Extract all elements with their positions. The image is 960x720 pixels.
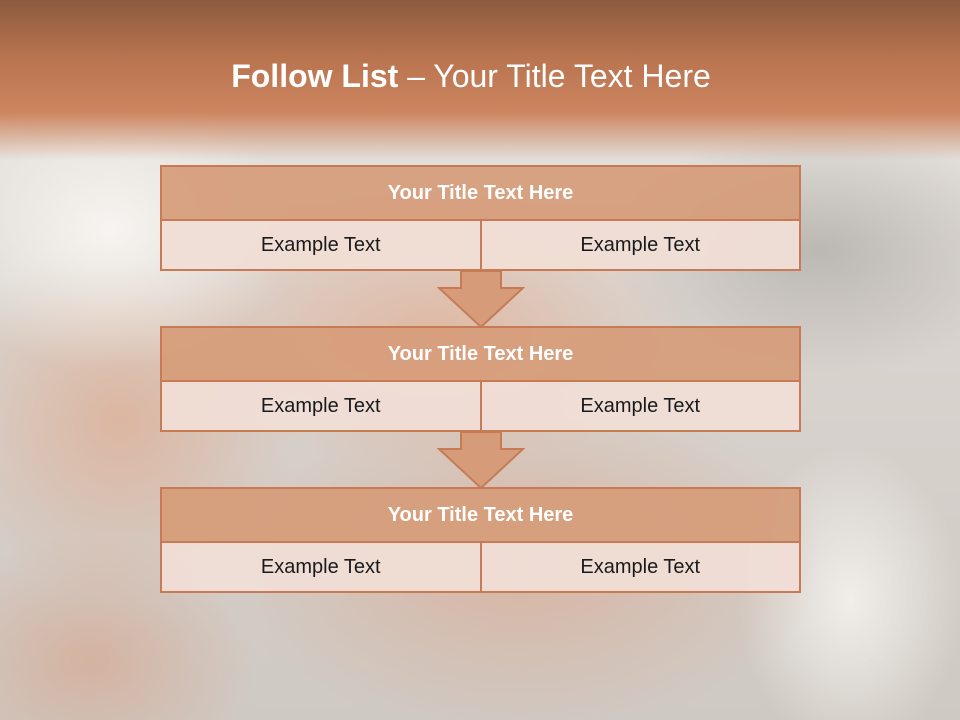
slide-title: Follow List – Your Title Text Here: [0, 54, 942, 98]
list-block-2: Your Title Text Here Example Text Exampl…: [160, 326, 801, 432]
block-row-3: Example Text Example Text: [160, 543, 801, 593]
list-block-3: Your Title Text Here Example Text Exampl…: [160, 487, 801, 593]
block-1-right-text: Example Text: [481, 221, 801, 271]
block-title-3: Your Title Text Here: [160, 487, 801, 543]
block-2-right-text: Example Text: [481, 382, 801, 432]
block-row-1: Example Text Example Text: [160, 221, 801, 271]
slide-title-rest: – Your Title Text Here: [398, 58, 711, 94]
block-1-left-text: Example Text: [160, 221, 482, 271]
block-row-2: Example Text Example Text: [160, 382, 801, 432]
block-title-1: Your Title Text Here: [160, 165, 801, 221]
block-3-left-text: Example Text: [160, 543, 482, 593]
header-band: [0, 0, 960, 160]
block-3-right-text: Example Text: [481, 543, 801, 593]
slide-title-bold: Follow List: [231, 58, 399, 94]
arrow-down-icon: [437, 431, 525, 489]
block-2-left-text: Example Text: [160, 382, 482, 432]
block-title-2: Your Title Text Here: [160, 326, 801, 382]
list-block-1: Your Title Text Here Example Text Exampl…: [160, 165, 801, 271]
arrow-down-icon: [437, 270, 525, 328]
